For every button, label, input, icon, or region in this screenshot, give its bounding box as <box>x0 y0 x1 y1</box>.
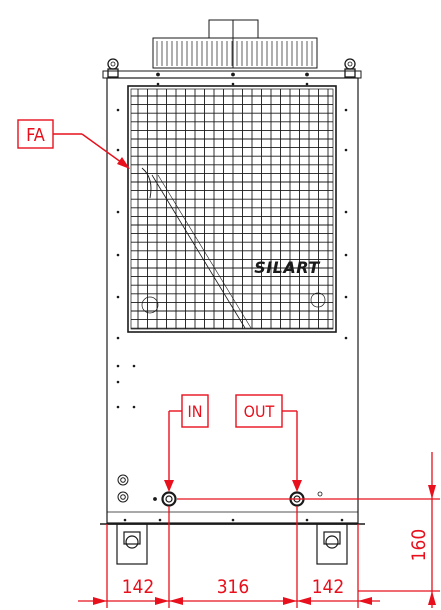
dimension-arrows <box>93 485 436 605</box>
fan-housing <box>152 19 318 69</box>
inlet-fitting <box>153 491 177 507</box>
dimension-lines <box>78 452 440 608</box>
callout-fa: FA <box>17 119 130 169</box>
callout-in: IN <box>164 394 209 492</box>
foot-right <box>316 523 348 565</box>
fan-grille <box>127 85 337 333</box>
lifting-eye-left <box>107 58 119 78</box>
lifting-eye-right <box>344 58 356 78</box>
foot-left <box>116 523 148 565</box>
grille-logo: SILART <box>254 258 320 277</box>
top-rail <box>102 70 362 79</box>
service-port-upper <box>117 474 129 486</box>
callout-out: OUT <box>235 394 302 492</box>
callout-out-text: OUT <box>244 402 275 421</box>
dimension-middle: 316 <box>217 576 250 598</box>
dimension-right: 142 <box>312 576 345 598</box>
dimension-left: 142 <box>122 576 155 598</box>
service-port-lower <box>117 491 129 503</box>
callout-in-text: IN <box>187 402 202 421</box>
dimension-height: 160 <box>408 529 430 562</box>
callout-fa-text: FA <box>26 125 45 146</box>
panel-screws <box>116 82 348 522</box>
